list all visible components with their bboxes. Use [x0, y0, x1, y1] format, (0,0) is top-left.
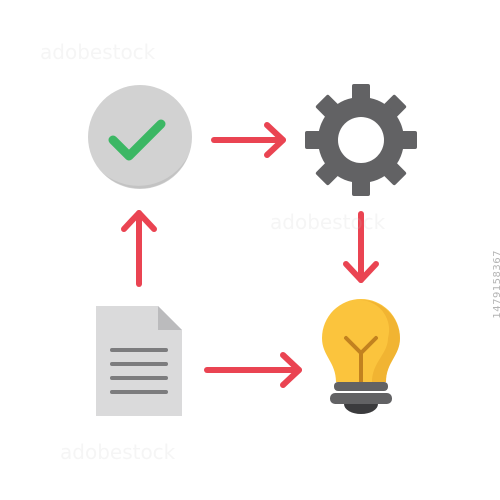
- arrow-right-icon: [211, 122, 286, 158]
- check-circle-icon: [88, 85, 192, 189]
- document-icon: [96, 306, 182, 416]
- arrow-right-icon: [204, 352, 302, 388]
- bulb-contact: [344, 404, 378, 414]
- arrow-down-icon: [343, 211, 379, 283]
- arrow-up-icon: [121, 210, 157, 287]
- bulb-filament: [344, 336, 378, 384]
- stock-id-label: 1479158367: [492, 250, 500, 319]
- document-lines: [110, 348, 168, 394]
- bulb-base: [330, 393, 392, 404]
- light-bulb-icon: [322, 299, 400, 414]
- gear-icon: [305, 84, 417, 196]
- checkmark-icon: [108, 119, 166, 161]
